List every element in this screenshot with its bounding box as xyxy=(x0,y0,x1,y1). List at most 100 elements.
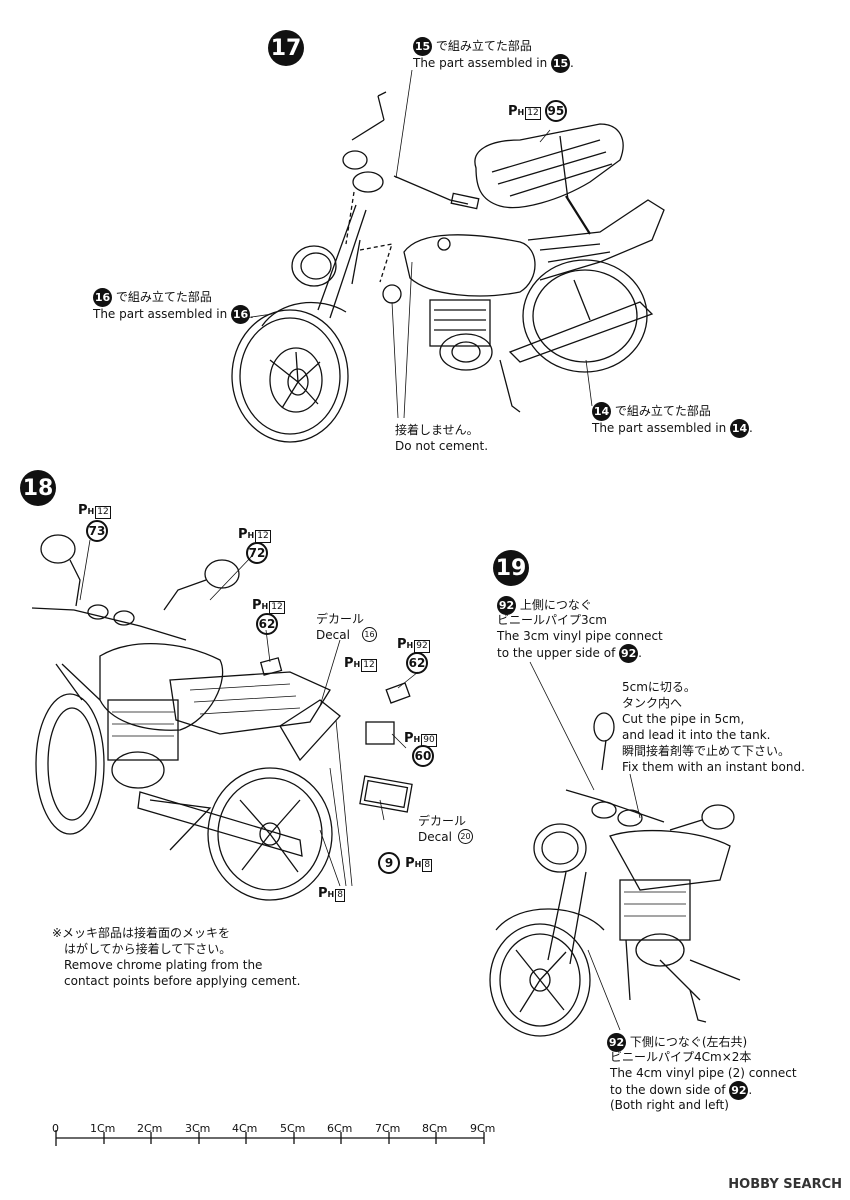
callout-15-en: The part assembled in 15. xyxy=(413,54,574,73)
step19-motorcycle-drawing xyxy=(489,661,741,1037)
ruler-label-4: 4Cm xyxy=(232,1122,258,1135)
lower-en3: (Both right and left) xyxy=(610,1098,729,1112)
h-mark: H xyxy=(413,735,421,744)
p-mark: P xyxy=(405,856,415,871)
step-18-badge: 18 xyxy=(20,470,56,506)
upper-en1: The 3cm vinyl pipe connect xyxy=(497,629,663,643)
part-92-ref-4: 92 xyxy=(729,1081,749,1100)
part-72-badge-wrap: 72 xyxy=(246,542,268,564)
decal-20-num: 20 xyxy=(458,829,473,844)
h-mark: H xyxy=(327,890,335,899)
ruler-label-2: 2Cm xyxy=(137,1122,163,1135)
p-mark: P xyxy=(252,598,262,613)
callout-14-en-text: The part assembled in xyxy=(592,421,727,435)
part-9-badge: 9 xyxy=(378,852,400,874)
part-16-ref-2: 16 xyxy=(231,305,251,324)
part-92-ref-2: 92 xyxy=(619,644,639,663)
cut-en1: Cut the pipe in 5cm, xyxy=(622,712,745,726)
callout-16-jp-text: で組み立てた部品 xyxy=(115,290,212,304)
callout-14-jp-text: で組み立てた部品 xyxy=(614,404,711,418)
chrome-note-line3: Remove chrome plating from the xyxy=(64,958,263,972)
decal-16-jp: デカール xyxy=(316,612,365,626)
part-62a-badge-wrap: 62 xyxy=(256,613,278,635)
decal-16-num: 16 xyxy=(362,627,377,642)
p-mark: P xyxy=(318,886,328,901)
lower-jp1: 92 下側につなぐ(左右共) xyxy=(607,1033,747,1052)
decal-16-en: Decal xyxy=(316,627,350,643)
part-14-ref-2: 14 xyxy=(730,419,750,438)
upper-jp2: ビニールパイプ3cm xyxy=(497,613,607,627)
p-mark: P xyxy=(397,637,407,652)
callout-16-en-text: The part assembled in xyxy=(93,307,228,321)
ruler-label-5: 5Cm xyxy=(280,1122,306,1135)
runner-box: 12 xyxy=(525,107,541,120)
chrome-note-line2: はがしてから接着して下さい。 xyxy=(64,942,232,956)
callout-16-jp: 16 で組み立てた部品 xyxy=(93,288,212,307)
upper-jp1: 92 上側につなぐ xyxy=(497,596,592,615)
cut-en2: and lead it into the tank. xyxy=(622,728,771,742)
cut-jp3: 瞬間接着剤等で止めて下さい。 xyxy=(622,744,791,758)
ruler-label-8: 8Cm xyxy=(422,1122,448,1135)
part-16-ref: 16 xyxy=(93,288,112,307)
runner-box: 8 xyxy=(335,889,345,902)
callout-14-en: The part assembled in 14. xyxy=(592,419,753,438)
step-19-badge: 19 xyxy=(493,550,529,586)
decal-16-en-text: Decal xyxy=(316,628,350,642)
part-15-ref-2: 15 xyxy=(551,54,571,73)
lower-en2: to the down side of 92. xyxy=(610,1081,752,1100)
lower-en2-text: to the down side of xyxy=(610,1083,726,1097)
h-mark: H xyxy=(247,531,255,540)
ruler-label-7: 7Cm xyxy=(375,1122,401,1135)
p-mark: P xyxy=(344,656,354,671)
cut-jp2: タンク内へ xyxy=(622,696,683,710)
upper-jp1-text: 上側につなぐ xyxy=(519,598,592,612)
decal-20-num-wrap: 20 xyxy=(454,824,473,844)
step-18-number: 18 xyxy=(22,475,54,501)
callout-16-en: The part assembled in 16. xyxy=(93,305,254,324)
p-mark: P xyxy=(78,503,88,518)
p-mark: P xyxy=(238,527,248,542)
callout-15-jp-text: で組み立てた部品 xyxy=(435,39,532,53)
no-cement-jp: 接着しません。 xyxy=(395,423,479,437)
lower-jp2: ビニールパイプ4Cm×2本 xyxy=(610,1050,752,1064)
cut-jp1: 5cmに切る。 xyxy=(622,680,696,694)
part-73-badge: 73 xyxy=(86,520,108,542)
h-mark: H xyxy=(87,507,95,516)
part-60-badge-wrap: 60 xyxy=(412,745,434,767)
part-92-ref-3: 92 xyxy=(607,1033,626,1052)
hobby-search-watermark: HOBBY SEARCH xyxy=(728,1177,842,1192)
part-14-ref: 14 xyxy=(592,402,611,421)
part-60-badge: 60 xyxy=(412,745,434,767)
part-92-ref: 92 xyxy=(497,596,516,615)
lower-jp1-text: 下側につなぐ(左右共) xyxy=(629,1035,748,1049)
ruler-label-3: 3Cm xyxy=(185,1122,211,1135)
ruler-label-9: 9Cm xyxy=(470,1122,496,1135)
measurement-ruler xyxy=(55,1130,485,1146)
h-mark: H xyxy=(261,602,269,611)
part-15-ref: 15 xyxy=(413,37,432,56)
callout-15-jp: 15 で組み立てた部品 xyxy=(413,37,532,56)
upper-en2: to the upper side of 92. xyxy=(497,644,642,663)
runner-box: 12 xyxy=(269,601,285,614)
p-mark: P xyxy=(508,104,518,119)
part-62a-badge: 62 xyxy=(256,613,278,635)
step18-motorcycle-drawing xyxy=(31,534,419,901)
h-mark: H xyxy=(414,860,422,869)
p-mark: P xyxy=(404,731,414,746)
runner-box: 12 xyxy=(361,659,377,672)
runner-box: 12 xyxy=(95,506,111,519)
h-mark: H xyxy=(517,108,525,117)
step17-motorcycle-drawing xyxy=(231,69,665,443)
ruler-label-1: 1Cm xyxy=(90,1122,116,1135)
part-73-badge-wrap: 73 xyxy=(86,520,108,542)
no-cement-en: Do not cement. xyxy=(395,439,489,453)
h-mark: H xyxy=(406,641,414,650)
